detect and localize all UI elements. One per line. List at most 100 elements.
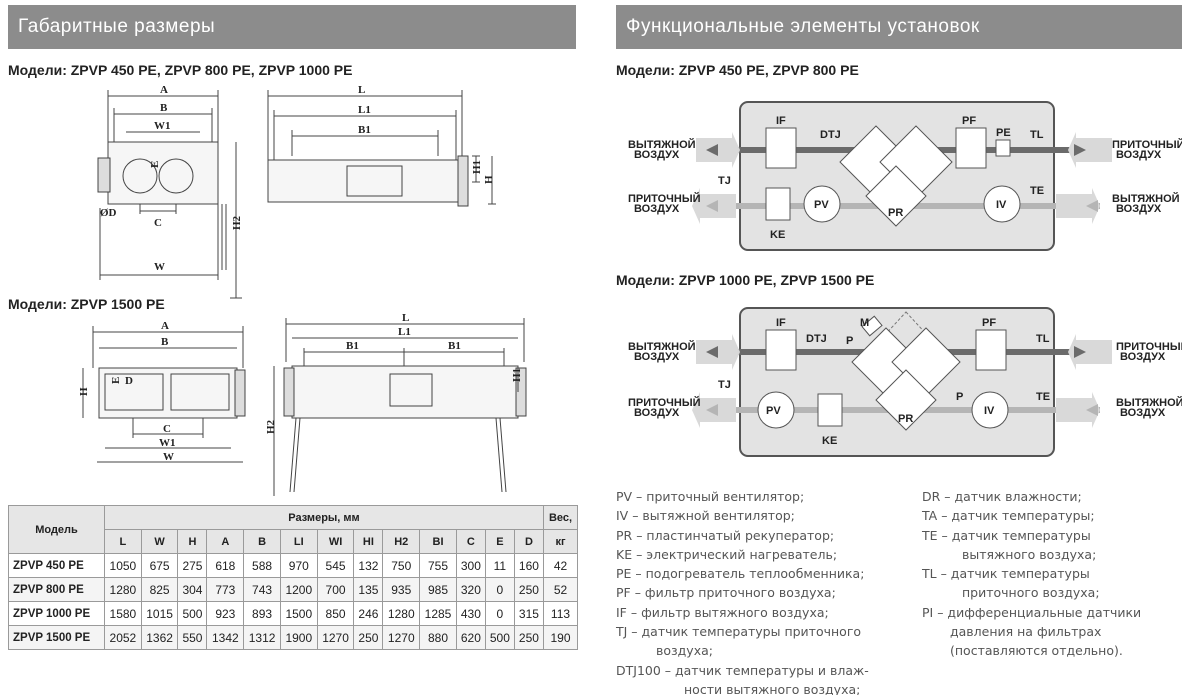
table-col-header: W	[140, 529, 179, 554]
table-cell: 935	[382, 577, 421, 602]
table-cell-model: ZPVP 1000 PE	[8, 601, 105, 626]
scheme-b-supply-in-2: ВОЗДУХ	[1120, 351, 1166, 363]
scheme-b: IF DTJ M P PF TL TJ TE KE PV PR P IV ВЫТ…	[616, 302, 1188, 466]
table-cell: 304	[177, 577, 208, 602]
scheme-a-ke: KE	[770, 229, 785, 241]
dim-label-e: E	[149, 161, 161, 168]
legend-item: давления на фильтрах	[950, 624, 1102, 640]
dim-label-c: C	[154, 217, 162, 229]
table-col-header: H	[177, 529, 208, 554]
table-cell: 1270	[382, 625, 421, 650]
table-col-header: H2	[382, 529, 421, 554]
table-cell: 1362	[140, 625, 179, 650]
section-title-functional: Функциональные элементы установок	[616, 5, 1182, 49]
table-cell: 1500	[279, 601, 318, 626]
models-label-right-b: Модели: ZPVP 1000 PE, ZPVP 1500 PE	[616, 272, 875, 288]
scheme-b-tl: TL	[1036, 333, 1050, 345]
scheme-a-if: IF	[776, 115, 786, 127]
table-cell: 0	[484, 577, 515, 602]
table-cell: 545	[316, 553, 355, 578]
legend-item: KE – электрический нагреватель;	[616, 546, 838, 562]
dim-label-h: H	[483, 175, 495, 184]
scheme-a-pr: PR	[888, 207, 903, 219]
table-col-header: D	[513, 529, 545, 554]
table-cell: 430	[455, 601, 486, 626]
table-cell: 160	[513, 553, 545, 578]
table-cell: 1015	[140, 601, 179, 626]
scheme-b-supply-in-1: ПРИТОЧНЫЙ	[1116, 340, 1182, 353]
scheme-b-tj: TJ	[718, 379, 731, 391]
table-header-weight-unit: кг	[543, 529, 578, 554]
scheme-b-pr: PR	[898, 413, 913, 425]
table-cell-model: ZPVP 800 PE	[8, 577, 105, 602]
section-title-dimensions: Габаритные размеры	[8, 5, 576, 49]
table-cell: 970	[279, 553, 318, 578]
table-cell-model: ZPVP 450 PE	[8, 553, 105, 578]
table-cell: 0	[484, 601, 515, 626]
table-cell: 985	[419, 577, 457, 602]
table-cell-weight: 42	[543, 553, 578, 578]
legend-item: вытяжного воздуха;	[962, 546, 1097, 562]
scheme-a-exhaust-out-1: ВЫТЯЖНОЙ	[1112, 192, 1180, 205]
table-cell: 320	[455, 577, 486, 602]
table-cell: 300	[455, 553, 486, 578]
table-col-header: B	[243, 529, 281, 554]
scheme-b-if: IF	[776, 317, 786, 329]
table-col-header: L	[104, 529, 142, 554]
scheme-b-pv: PV	[766, 405, 781, 417]
scheme-a-dtj: DTJ	[820, 129, 841, 141]
table-cell: 11	[484, 553, 515, 578]
table-cell: 675	[140, 553, 179, 578]
models-label-b: Модели: ZPVP 1500 PE	[8, 296, 165, 312]
scheme-a: IF DTJ PF PE TL TJ TE KE PV PR IV ВЫТЯЖН…	[616, 96, 1185, 260]
drawing-b-side-view: L L1 B1 B1 H1 H2	[262, 312, 532, 506]
table-cell: 923	[206, 601, 245, 626]
scheme-a-te: TE	[1030, 185, 1044, 197]
legend-item: IV – вытяжной вентилятор;	[616, 508, 795, 524]
scheme-a-pe: PE	[996, 127, 1011, 139]
table-cell: 1342	[206, 625, 245, 650]
table-cell-model: ZPVP 1500 PE	[8, 625, 105, 650]
table-cell: 250	[353, 625, 384, 650]
scheme-a-exhaust-out-2: ВОЗДУХ	[1116, 203, 1162, 215]
scheme-a-exhaust-in-2: ВОЗДУХ	[634, 149, 680, 161]
table-cell: 1280	[382, 601, 421, 626]
legend-item: DR – датчик влажности;	[922, 489, 1082, 504]
table-cell: 880	[419, 625, 457, 650]
dim-label-b-a: A	[161, 320, 169, 332]
table-col-header: LI	[279, 529, 318, 554]
legend-item: PV – приточный вентилятор;	[616, 489, 805, 504]
scheme-b-dtj: DTJ	[806, 333, 827, 345]
table-cell-weight: 113	[543, 601, 578, 626]
legend-right: DR – датчик влажности;TA – датчик темпер…	[922, 487, 1182, 661]
table-header-model: Модель	[8, 505, 105, 554]
table-cell: 1580	[104, 601, 142, 626]
legend-item: ности вытяжного воздуха;	[684, 681, 861, 695]
table-cell: 1280	[104, 577, 142, 602]
table-cell: 250	[513, 577, 545, 602]
table-cell: 1285	[419, 601, 457, 626]
table-cell: 1200	[279, 577, 318, 602]
table-col-header: A	[206, 529, 245, 554]
table-cell: 700	[316, 577, 355, 602]
table-header-weight: Вес,	[543, 505, 578, 530]
legend-item: воздуха;	[656, 643, 713, 659]
dim-label-l1: L1	[358, 104, 371, 116]
dim-label-b-d: D	[125, 375, 133, 387]
dim-label-b-h2: H2	[265, 419, 277, 434]
dim-label-b-l: L	[402, 312, 409, 324]
scheme-a-supply-out-1: ПРИТОЧНЫЙ	[628, 192, 701, 205]
legend-item: IF – фильтр вытяжного воздуха;	[616, 604, 829, 620]
scheme-a-tl: TL	[1030, 129, 1044, 141]
models-label-right-a: Модели: ZPVP 450 PE, ZPVP 800 PE	[616, 62, 859, 78]
table-cell: 246	[353, 601, 384, 626]
table-cell: 743	[243, 577, 281, 602]
dim-label-h2: H2	[231, 215, 243, 230]
legend-item: PI – дифференциальные датчики	[922, 604, 1142, 620]
scheme-b-supply-out-2: ВОЗДУХ	[634, 407, 680, 419]
scheme-b-m: M	[860, 317, 869, 329]
drawing-a-end-view: A B W1 E ØD C W H2	[90, 80, 250, 309]
legend-item: (поставляются отдельно).	[950, 643, 1123, 659]
